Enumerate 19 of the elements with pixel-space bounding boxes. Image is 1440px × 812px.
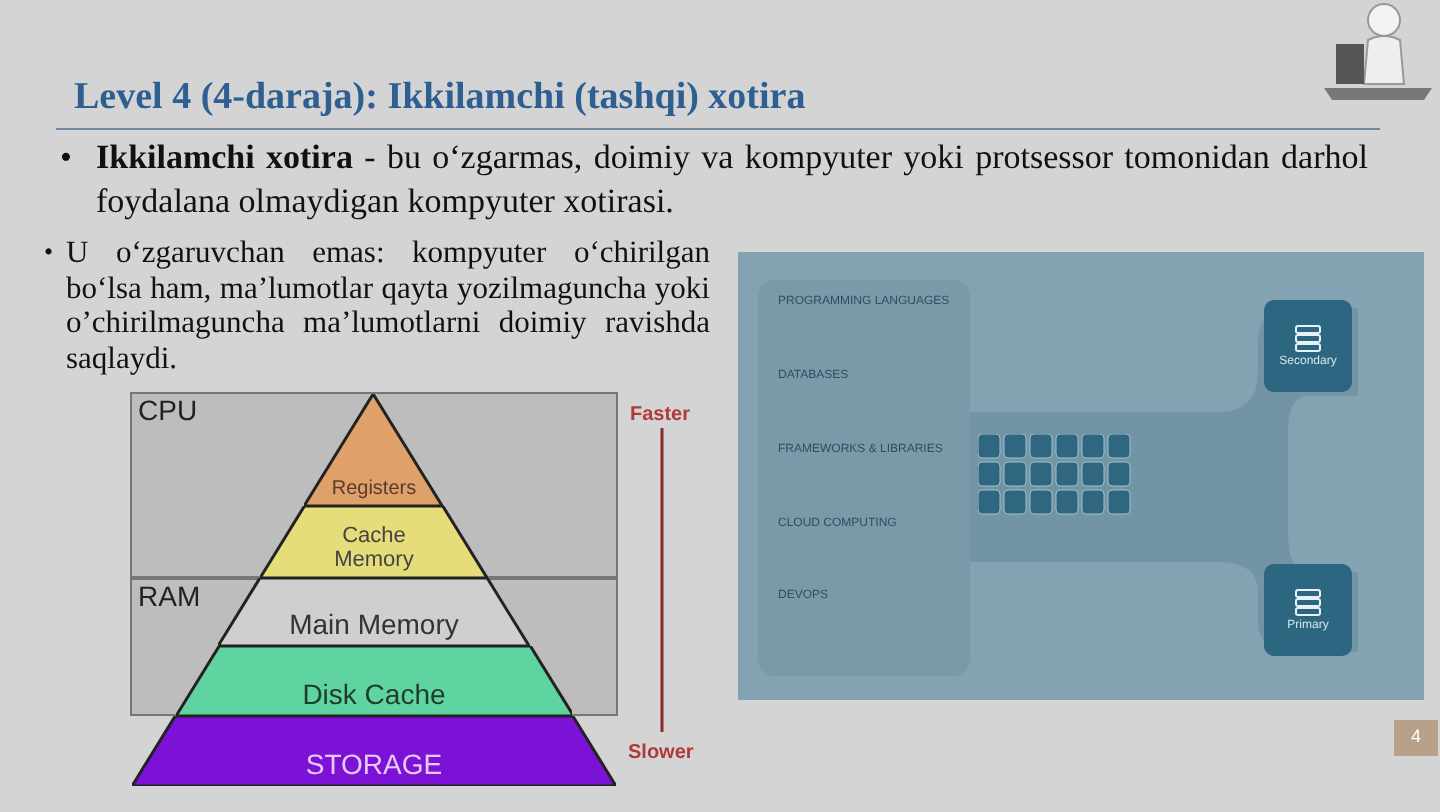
layer-label: Disk Cache xyxy=(300,679,448,714)
speed-label: Slower xyxy=(628,740,694,768)
bullet-text: Ikkilamchi xotira - bu o‘zgarmas, doimiy va kompyuter yoki protsessor tomonidan darhol foydalana olmaydigan kompyuter xotirasi. xyxy=(96,136,1368,224)
band-label: CPU xyxy=(138,394,198,426)
bullet-mark: • xyxy=(44,234,54,270)
slide-title: Level 4 (4-daraja): Ikkilamchi (tashqi) xotira xyxy=(74,74,806,122)
band-label: RAM xyxy=(138,580,201,612)
memory-band xyxy=(130,578,618,716)
storage-box xyxy=(1264,564,1352,656)
layer-label: Cache Memory xyxy=(332,523,416,576)
bullet-text: U o‘zgaruvchan emas: kompyuter o‘chirilgan bo‘lsa ham, ma’lumotlar qayta yozilmaguncha yoki o’chirilmaguncha ma’lumotlarni doimiy ravishda saqlaydi. xyxy=(66,236,710,376)
layer-label: Main Memory xyxy=(287,609,461,644)
storage-box xyxy=(1264,300,1352,392)
layer-label: Registers xyxy=(329,478,419,504)
memory-band xyxy=(130,392,618,578)
speed-label: Faster xyxy=(630,402,691,430)
bullet-mark: • xyxy=(60,136,72,180)
slide-number: 4 xyxy=(1394,720,1438,756)
layer-label: STORAGE xyxy=(303,749,445,784)
